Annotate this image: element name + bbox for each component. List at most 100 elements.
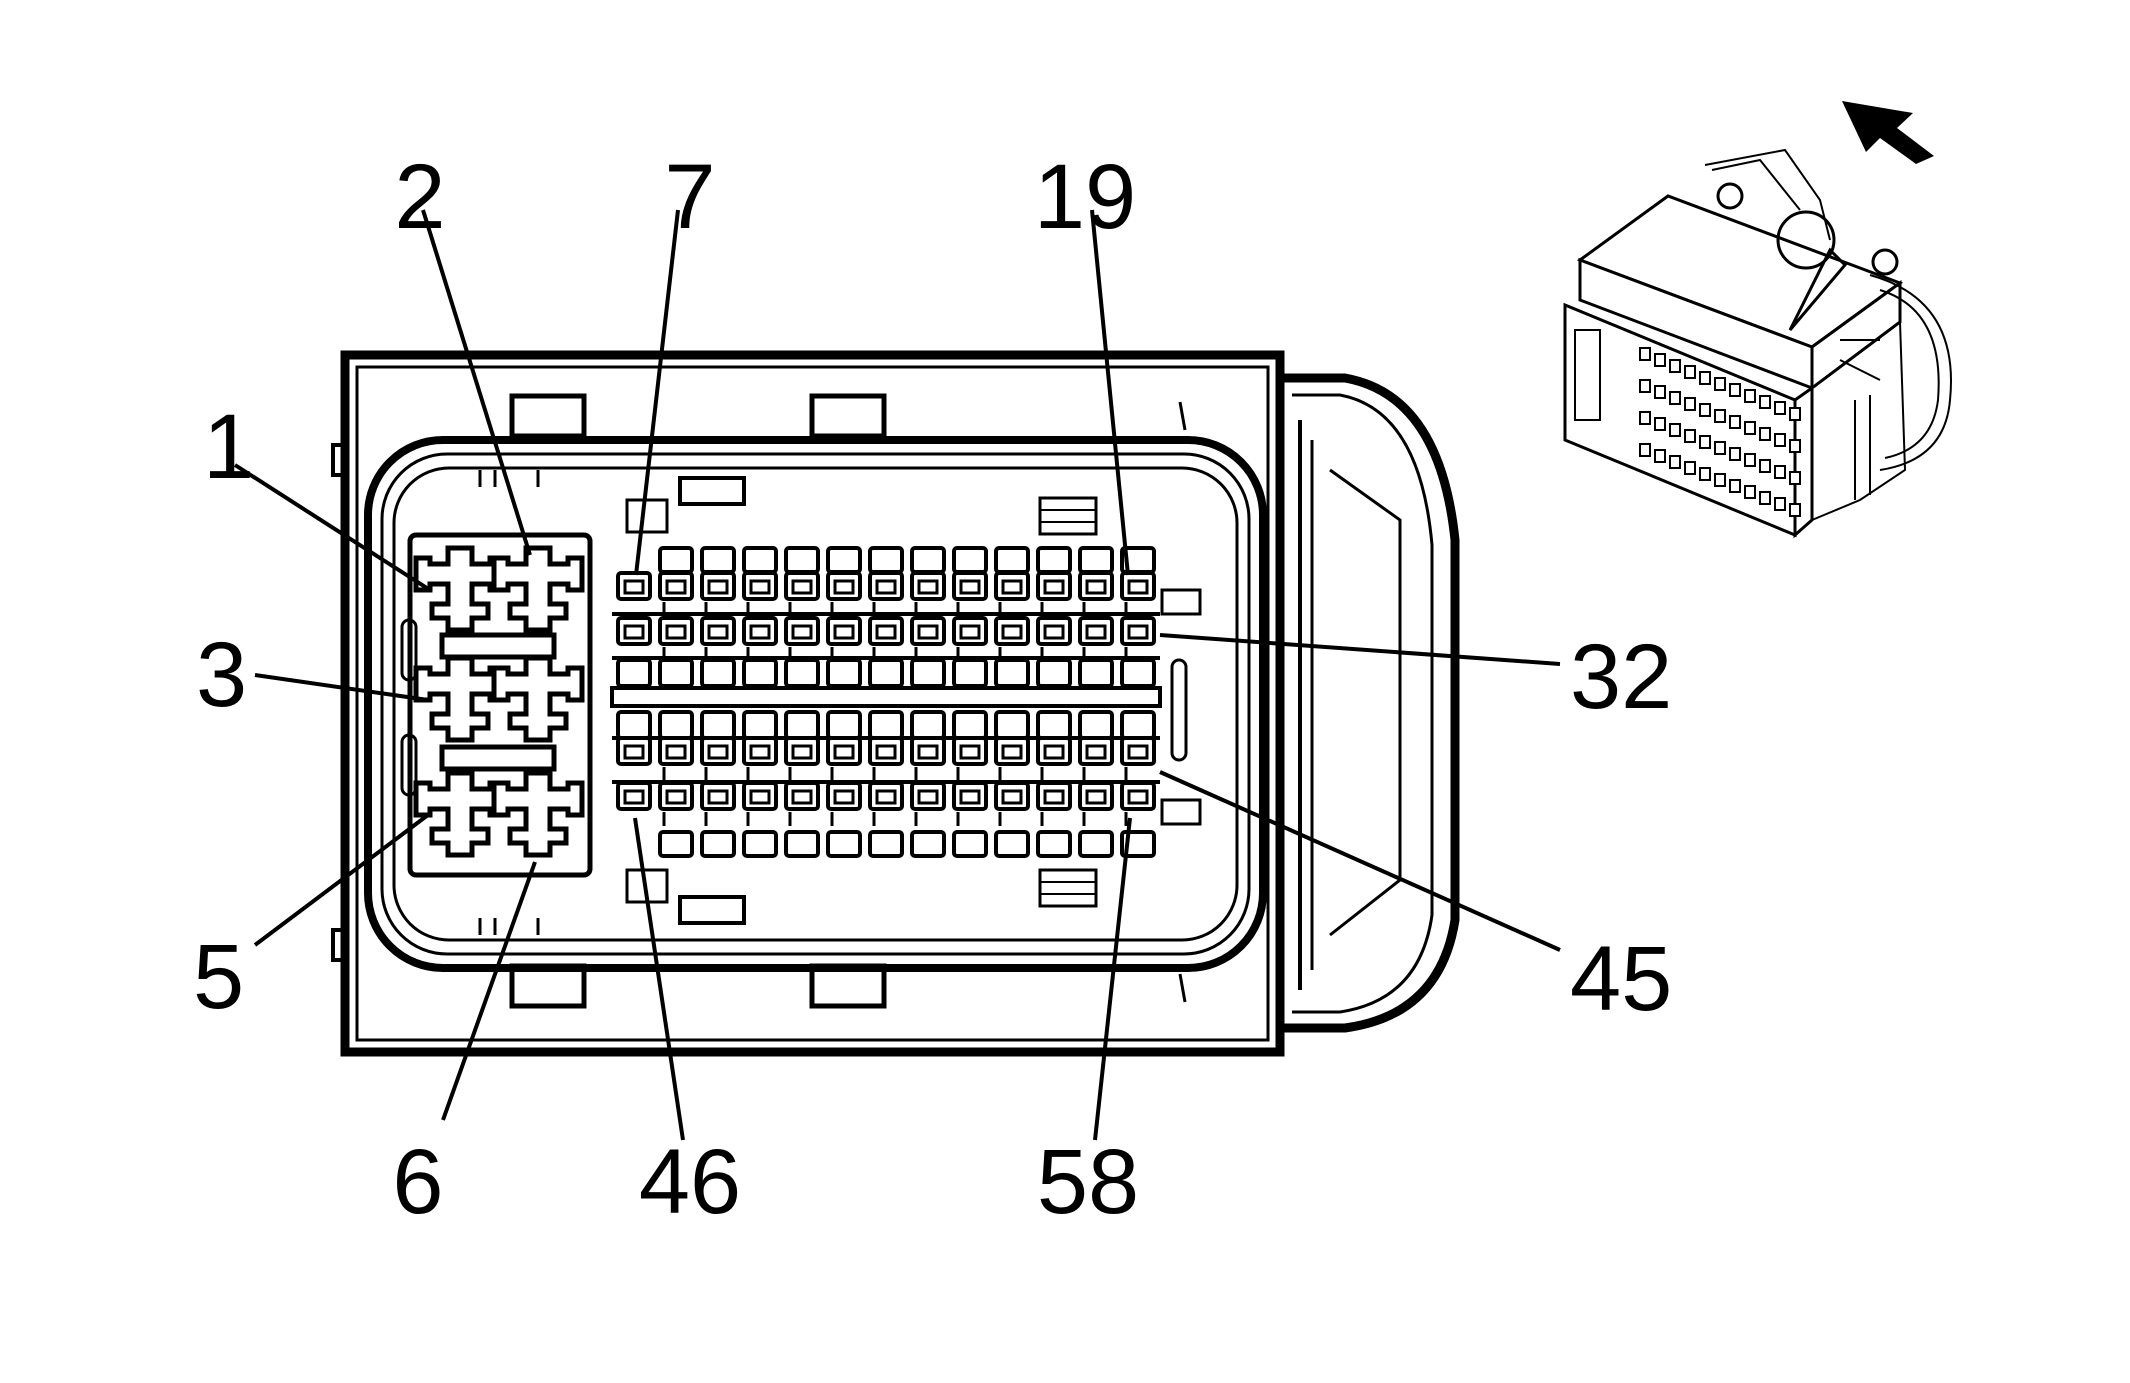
small-terminal-body — [1120, 830, 1156, 858]
thumbnail-terminal — [1714, 473, 1726, 487]
small-terminal-contact — [1127, 624, 1149, 640]
small-terminal-body — [1120, 710, 1156, 740]
thumbnail-terminal — [1789, 439, 1801, 453]
small-terminal-contact — [707, 624, 729, 640]
small-terminal-body — [700, 546, 736, 574]
small-terminal-body — [1078, 710, 1114, 740]
thumbnail-terminal — [1684, 365, 1696, 379]
small-terminal-body — [700, 830, 736, 858]
small-terminal-contact — [833, 579, 855, 595]
thumbnail-terminal — [1759, 491, 1771, 505]
small-terminal-contact — [1127, 579, 1149, 595]
small-terminal-body — [910, 830, 946, 858]
small-terminal-body — [784, 710, 820, 740]
small-terminal-body — [826, 830, 862, 858]
pin-label-45: 45 — [1570, 928, 1672, 1030]
small-terminal-contact — [875, 579, 897, 595]
thumbnail-terminal — [1639, 347, 1651, 361]
thumbnail-terminal — [1684, 461, 1696, 475]
thumbnail-terminal — [1729, 415, 1741, 429]
thumbnail-terminal — [1639, 411, 1651, 425]
small-terminal-body — [1036, 710, 1072, 740]
small-terminal-body — [994, 658, 1030, 688]
small-terminal-body — [1120, 546, 1156, 574]
thumbnail-terminal — [1714, 441, 1726, 455]
small-terminal-body — [868, 546, 904, 574]
thumbnail-terminal — [1774, 401, 1786, 415]
small-terminal-contact — [791, 624, 813, 640]
thumbnail-terminal — [1744, 485, 1756, 499]
thumbnail-terminal — [1639, 379, 1651, 393]
small-terminal-body — [742, 830, 778, 858]
small-terminal-contact — [959, 579, 981, 595]
thumbnail-terminal — [1684, 397, 1696, 411]
thumbnail-terminal — [1729, 479, 1741, 493]
small-terminal-contact — [707, 579, 729, 595]
small-terminal-contact — [833, 624, 855, 640]
small-terminal-contact — [1001, 744, 1023, 760]
small-terminal-rows — [610, 546, 1162, 858]
pin-label-3: 3 — [196, 624, 247, 726]
small-terminal-body — [1036, 546, 1072, 574]
thumbnail-terminal — [1789, 407, 1801, 421]
thumbnail-terminal — [1714, 409, 1726, 423]
small-terminal-body — [700, 710, 736, 740]
thumbnail-terminal — [1744, 421, 1756, 435]
small-terminal-body — [742, 658, 778, 688]
small-terminal-contact — [749, 744, 771, 760]
pin-label-2: 2 — [394, 146, 445, 248]
small-terminal-body — [616, 658, 652, 688]
small-terminal-body — [1036, 658, 1072, 688]
thumbnail-terminal — [1729, 383, 1741, 397]
small-terminal-contact — [959, 744, 981, 760]
small-terminal-body — [742, 710, 778, 740]
small-terminal-body — [658, 830, 694, 858]
thumbnail-terminal — [1669, 391, 1681, 405]
small-terminal-contact — [917, 744, 939, 760]
small-terminal-body — [784, 830, 820, 858]
small-terminal-body — [784, 658, 820, 688]
small-terminal-body — [994, 830, 1030, 858]
small-terminal-contact — [749, 789, 771, 805]
small-terminal-contact — [1085, 744, 1107, 760]
small-terminal-contact — [917, 579, 939, 595]
small-terminal-contact — [917, 789, 939, 805]
small-terminal-body — [826, 546, 862, 574]
small-terminal-body — [658, 546, 694, 574]
thumbnail-terminal — [1729, 447, 1741, 461]
small-terminal-contact — [1001, 579, 1023, 595]
small-terminal-body — [1078, 830, 1114, 858]
pin-label-6: 6 — [392, 1131, 443, 1233]
thumbnail-terminal — [1774, 433, 1786, 447]
large-terminal — [413, 770, 507, 858]
small-terminal-contact — [1001, 624, 1023, 640]
pin-label-7: 7 — [664, 146, 715, 248]
small-terminal-contact — [707, 789, 729, 805]
thumbnail-terminal — [1759, 459, 1771, 473]
center-rail — [610, 686, 1162, 708]
large-terminal — [491, 770, 585, 858]
thumbnail-terminal — [1759, 427, 1771, 441]
small-terminal-body — [658, 658, 694, 688]
small-terminal-body — [826, 710, 862, 740]
small-terminal-contact — [791, 789, 813, 805]
thumbnail-terminal — [1654, 353, 1666, 367]
small-terminal-contact — [833, 789, 855, 805]
thumbnail-terminal — [1789, 503, 1801, 517]
pin-label-46: 46 — [639, 1131, 741, 1233]
thumbnail-terminal — [1744, 389, 1756, 403]
thumbnail-terminal — [1774, 465, 1786, 479]
small-terminal-body — [742, 546, 778, 574]
small-terminal-contact — [623, 624, 645, 640]
small-terminal-body — [658, 710, 694, 740]
thumbnail-terminal — [1669, 423, 1681, 437]
small-terminal-body — [784, 546, 820, 574]
small-terminal-contact — [749, 624, 771, 640]
small-terminal-contact — [1127, 744, 1149, 760]
small-terminal-body — [910, 710, 946, 740]
thumbnail-terminal — [1744, 453, 1756, 467]
small-terminal-contact — [1085, 789, 1107, 805]
small-terminal-contact — [623, 744, 645, 760]
large-terminal — [491, 545, 585, 633]
pin-label-5: 5 — [193, 926, 244, 1028]
